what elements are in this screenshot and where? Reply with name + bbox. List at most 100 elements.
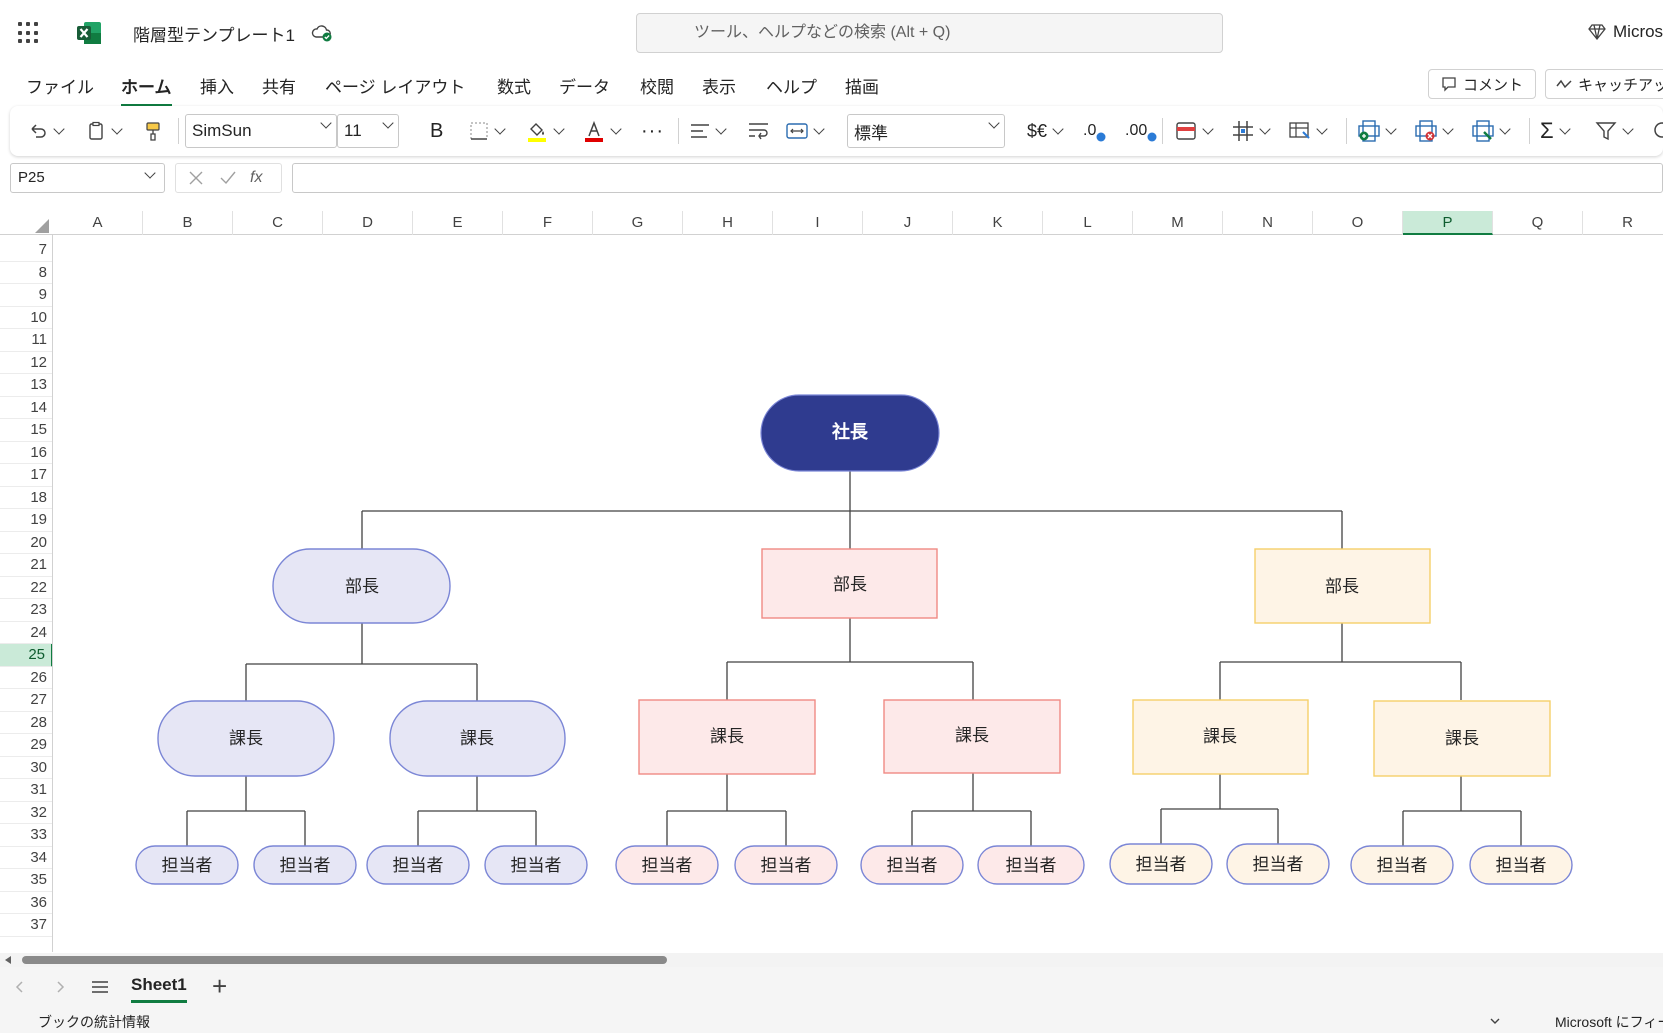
premium-button[interactable]: Micros xyxy=(1588,22,1663,42)
app-launcher-icon[interactable] xyxy=(18,22,40,44)
node-staff-9[interactable]: 担当者 xyxy=(1109,843,1213,885)
undo-button[interactable] xyxy=(28,106,65,156)
node-staff-10[interactable]: 担当者 xyxy=(1226,843,1330,885)
row-header-18[interactable]: 18 xyxy=(0,487,52,509)
row-header-21[interactable]: 21 xyxy=(0,554,52,577)
node-staff-11[interactable]: 担当者 xyxy=(1350,845,1454,885)
column-header-i[interactable]: I xyxy=(773,211,863,235)
row-header-15[interactable]: 15 xyxy=(0,419,52,442)
node-staff-6[interactable]: 担当者 xyxy=(734,845,838,885)
borders-button[interactable] xyxy=(469,106,506,156)
wrap-text-button[interactable] xyxy=(748,106,770,156)
cloud-saved-icon[interactable] xyxy=(311,23,333,43)
find-button[interactable] xyxy=(1653,106,1663,156)
tab-share[interactable]: 共有 xyxy=(262,78,296,97)
row-header-27[interactable]: 27 xyxy=(0,689,52,712)
currency-format-button[interactable]: $€ xyxy=(1027,106,1064,156)
column-header-p[interactable]: P xyxy=(1403,211,1493,235)
node-staff-12[interactable]: 担当者 xyxy=(1469,845,1573,885)
fill-color-button[interactable] xyxy=(526,106,565,156)
format-as-table-button[interactable] xyxy=(1232,106,1271,156)
decrease-decimal-button[interactable]: .00 xyxy=(1125,106,1157,156)
node-chief-4[interactable]: 課長 xyxy=(883,699,1061,774)
sheet-tab-sheet1[interactable]: Sheet1 xyxy=(131,975,187,1003)
feedback-link[interactable]: Microsoft にフィー xyxy=(1555,1014,1663,1030)
row-header-16[interactable]: 16 xyxy=(0,442,52,464)
column-header-h[interactable]: H xyxy=(683,211,773,235)
node-president[interactable]: 社長 xyxy=(760,394,940,472)
row-header-20[interactable]: 20 xyxy=(0,532,52,554)
column-header-r[interactable]: R xyxy=(1583,211,1663,235)
node-manager-right[interactable]: 部長 xyxy=(1254,548,1431,624)
row-header-34[interactable]: 34 xyxy=(0,847,52,869)
column-header-k[interactable]: K xyxy=(953,211,1043,235)
node-staff-2[interactable]: 担当者 xyxy=(253,845,357,885)
conditional-format-button[interactable] xyxy=(1175,106,1214,156)
paste-button[interactable] xyxy=(86,106,123,156)
comment-button[interactable]: コメント xyxy=(1428,69,1537,99)
tab-view[interactable]: 表示 xyxy=(702,78,736,97)
format-cells-button[interactable] xyxy=(1472,106,1511,156)
row-header-14[interactable]: 14 xyxy=(0,397,52,419)
row-header-32[interactable]: 32 xyxy=(0,802,52,824)
tab-help[interactable]: ヘルプ xyxy=(766,78,817,97)
node-staff-3[interactable]: 担当者 xyxy=(366,845,470,885)
number-format-select[interactable]: 標準 xyxy=(847,114,1005,148)
formula-input[interactable] xyxy=(292,163,1663,193)
column-header-c[interactable]: C xyxy=(233,211,323,235)
autosum-button[interactable]: Σ xyxy=(1540,106,1571,156)
cell-styles-button[interactable] xyxy=(1289,106,1328,156)
row-header-35[interactable]: 35 xyxy=(0,869,52,892)
node-staff-5[interactable]: 担当者 xyxy=(615,845,719,885)
column-header-l[interactable]: L xyxy=(1043,211,1133,235)
row-header-19[interactable]: 19 xyxy=(0,509,52,532)
all-sheets-menu-icon[interactable] xyxy=(91,979,109,995)
row-header-23[interactable]: 23 xyxy=(0,599,52,622)
node-chief-5[interactable]: 課長 xyxy=(1132,699,1309,775)
node-staff-4[interactable]: 担当者 xyxy=(484,845,588,885)
prev-sheet-icon[interactable] xyxy=(12,979,28,995)
column-header-d[interactable]: D xyxy=(323,211,413,235)
node-manager-left[interactable]: 部長 xyxy=(272,548,451,624)
worksheet[interactable]: 社長 部長 部長 部長 課長 課長 課長 課長 xyxy=(54,236,1663,952)
insert-cells-button[interactable] xyxy=(1358,106,1397,156)
horizontal-scrollbar[interactable] xyxy=(0,953,1663,967)
column-header-n[interactable]: N xyxy=(1223,211,1313,235)
catchup-button[interactable]: キャッチアッ xyxy=(1545,69,1663,99)
row-header-9[interactable]: 9 xyxy=(0,284,52,307)
increase-decimal-button[interactable]: .0 xyxy=(1083,106,1106,156)
row-header-29[interactable]: 29 xyxy=(0,734,52,757)
node-staff-8[interactable]: 担当者 xyxy=(977,845,1085,885)
column-header-a[interactable]: A xyxy=(53,211,143,235)
tab-page-layout[interactable]: ページ レイアウト xyxy=(325,78,466,97)
document-title[interactable]: 階層型テンプレート1 xyxy=(133,26,295,45)
select-all-corner[interactable] xyxy=(0,211,53,235)
delete-cells-button[interactable] xyxy=(1415,106,1454,156)
font-color-button[interactable] xyxy=(583,106,622,156)
row-header-13[interactable]: 13 xyxy=(0,374,52,397)
row-header-25[interactable]: 25 xyxy=(0,644,52,667)
bold-button[interactable]: B xyxy=(430,106,443,156)
column-header-q[interactable]: Q xyxy=(1493,211,1583,235)
row-header-26[interactable]: 26 xyxy=(0,667,52,689)
merge-cells-button[interactable] xyxy=(786,106,825,156)
node-chief-1[interactable]: 課長 xyxy=(157,700,335,777)
node-chief-3[interactable]: 課長 xyxy=(638,699,816,775)
more-options-button[interactable]: ··· xyxy=(641,106,664,156)
format-painter-button[interactable] xyxy=(144,106,162,156)
search-box[interactable] xyxy=(636,13,1223,53)
sort-filter-button[interactable] xyxy=(1595,106,1634,156)
row-header-30[interactable]: 30 xyxy=(0,757,52,779)
tab-draw[interactable]: 描画 xyxy=(845,78,879,97)
row-header-17[interactable]: 17 xyxy=(0,464,52,487)
row-header-10[interactable]: 10 xyxy=(0,307,52,329)
insert-function-button[interactable]: fx xyxy=(250,169,263,186)
column-header-g[interactable]: G xyxy=(593,211,683,235)
row-header-7[interactable]: 7 xyxy=(0,239,52,262)
node-staff-7[interactable]: 担当者 xyxy=(860,845,964,885)
node-chief-6[interactable]: 課長 xyxy=(1373,700,1551,777)
tab-review[interactable]: 校閲 xyxy=(640,78,674,97)
column-header-f[interactable]: F xyxy=(503,211,593,235)
name-box[interactable]: P25 xyxy=(10,163,165,193)
scrollbar-thumb[interactable] xyxy=(22,956,667,964)
